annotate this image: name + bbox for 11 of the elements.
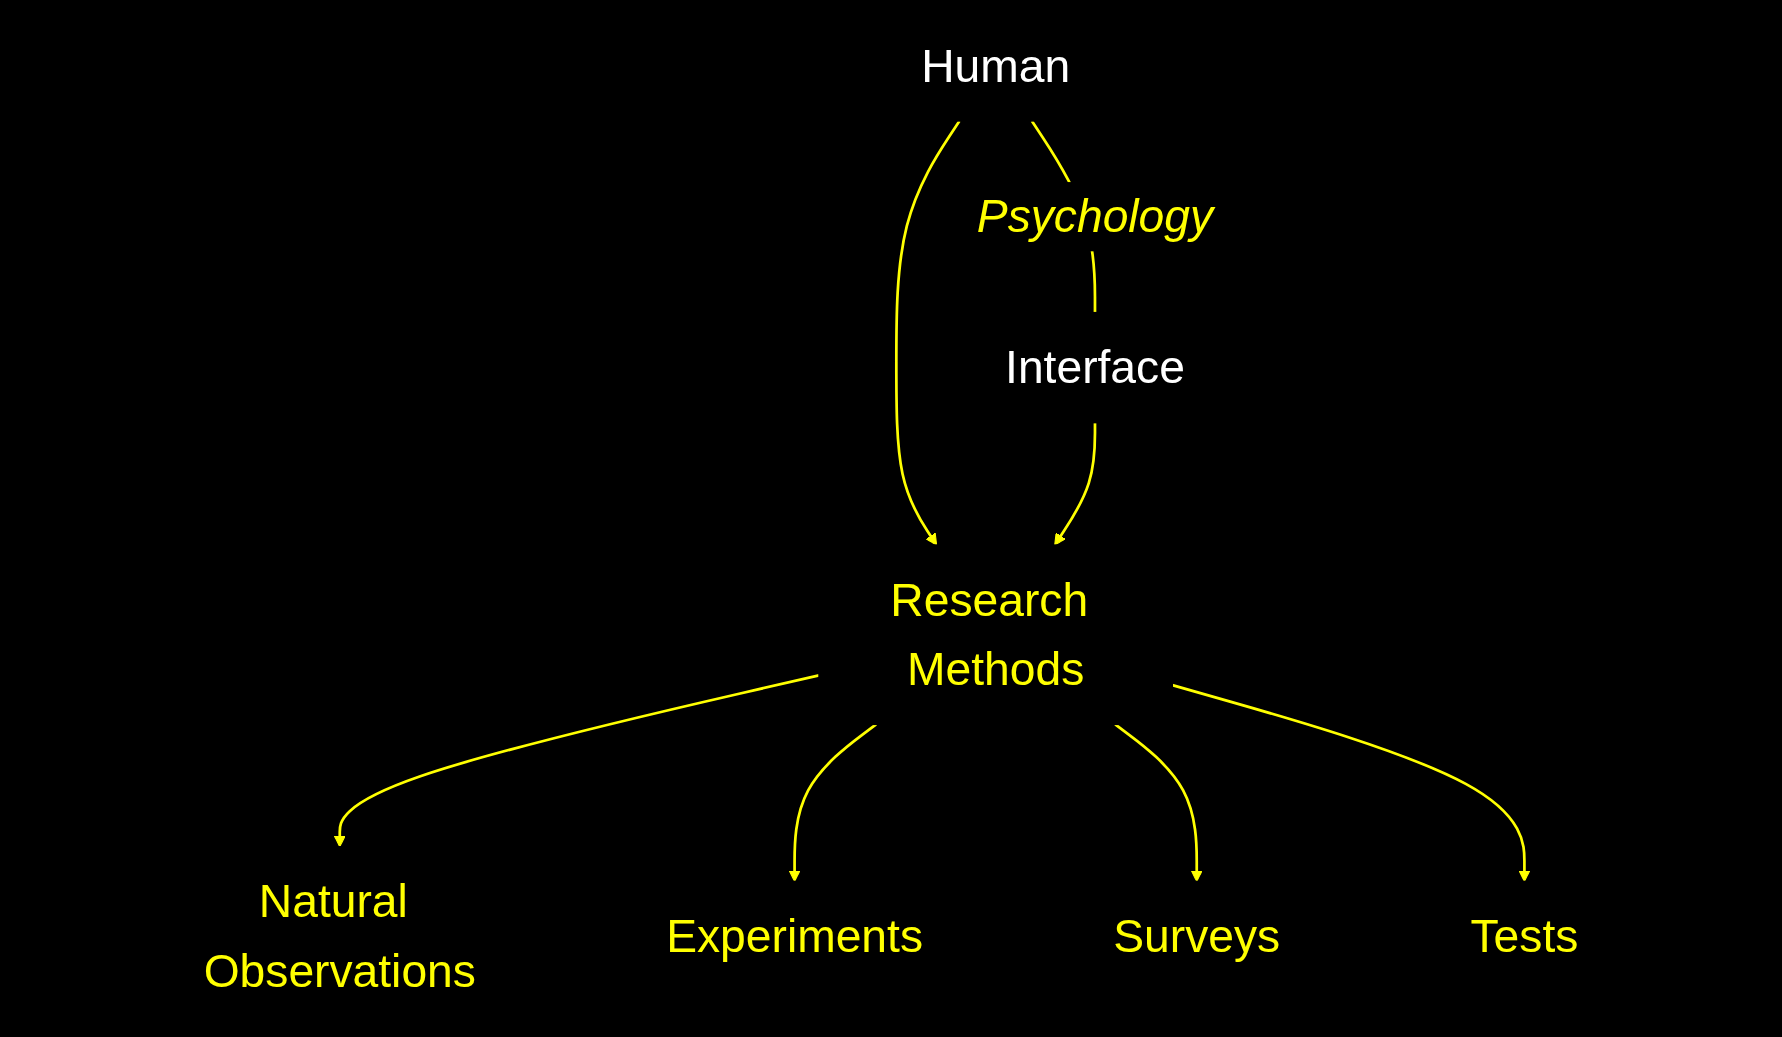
node-text: Tests — [1470, 909, 1579, 962]
node-text: Natural Observations — [203, 875, 476, 997]
arrow — [1114, 723, 1203, 882]
node-text: Research Methods — [890, 573, 1089, 695]
arrow — [1054, 422, 1097, 546]
node-text: Human — [921, 39, 1071, 92]
node-text: Interface — [1005, 341, 1185, 393]
arrow — [895, 120, 961, 546]
arrow — [788, 723, 877, 882]
node-text: Surveys — [1113, 909, 1281, 962]
node-text: Experiments — [666, 909, 923, 962]
